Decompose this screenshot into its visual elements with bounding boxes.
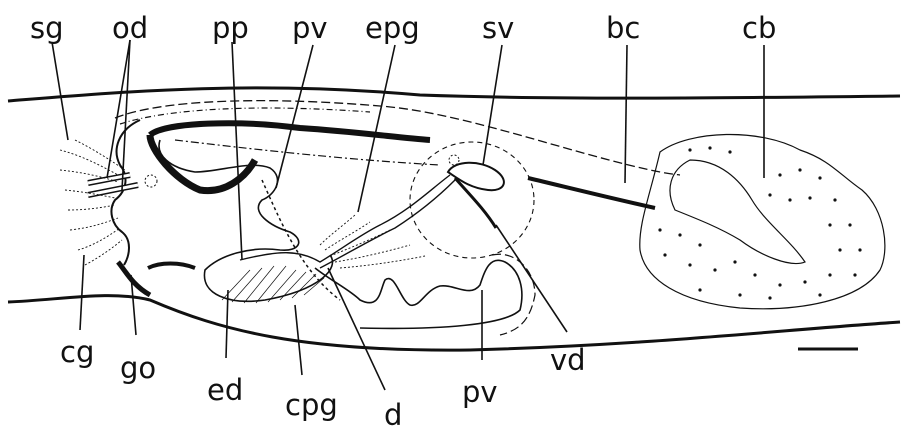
label-sg: sg bbox=[30, 11, 64, 45]
label-bc: bc bbox=[606, 11, 640, 45]
label-cpg: cpg bbox=[285, 388, 338, 422]
label-cg: cg bbox=[60, 335, 94, 369]
gonopore-lower bbox=[148, 264, 195, 269]
label-pv-top: pv bbox=[292, 11, 328, 45]
label-pp: pp bbox=[212, 11, 249, 45]
penis-papilla bbox=[159, 140, 332, 301]
seminal-vesicle bbox=[448, 163, 504, 190]
small-circle-left bbox=[145, 175, 157, 187]
body-outline-top bbox=[8, 88, 900, 101]
gonopore-dark bbox=[118, 262, 150, 295]
body-outline-bottom bbox=[8, 296, 900, 351]
bursa-inner bbox=[670, 160, 805, 263]
ventral-cavity-outer bbox=[492, 254, 535, 335]
label-pv-bottom: pv bbox=[462, 375, 498, 409]
penial-lumen-inner bbox=[320, 180, 455, 268]
label-od: od bbox=[112, 11, 148, 45]
copulatory-bursa bbox=[640, 134, 885, 308]
ventral-cavity bbox=[315, 260, 522, 328]
shell-gland-strands bbox=[60, 140, 125, 265]
label-epg: epg bbox=[365, 11, 420, 45]
label-go: go bbox=[120, 351, 156, 385]
label-ed: ed bbox=[207, 373, 243, 407]
dotted-duct bbox=[262, 180, 340, 300]
cpg-hatching bbox=[222, 266, 324, 303]
oviduct-2-inner bbox=[88, 185, 138, 195]
bursa-dots bbox=[658, 146, 861, 299]
vas-deferens bbox=[455, 178, 496, 228]
dashdot-line bbox=[175, 140, 440, 165]
label-d: d bbox=[384, 398, 402, 432]
label-sv: sv bbox=[482, 11, 514, 45]
bursal-canal bbox=[528, 178, 655, 208]
label-cb: cb bbox=[742, 11, 776, 45]
sv-envelope bbox=[410, 142, 534, 258]
label-vd: vd bbox=[550, 343, 586, 377]
